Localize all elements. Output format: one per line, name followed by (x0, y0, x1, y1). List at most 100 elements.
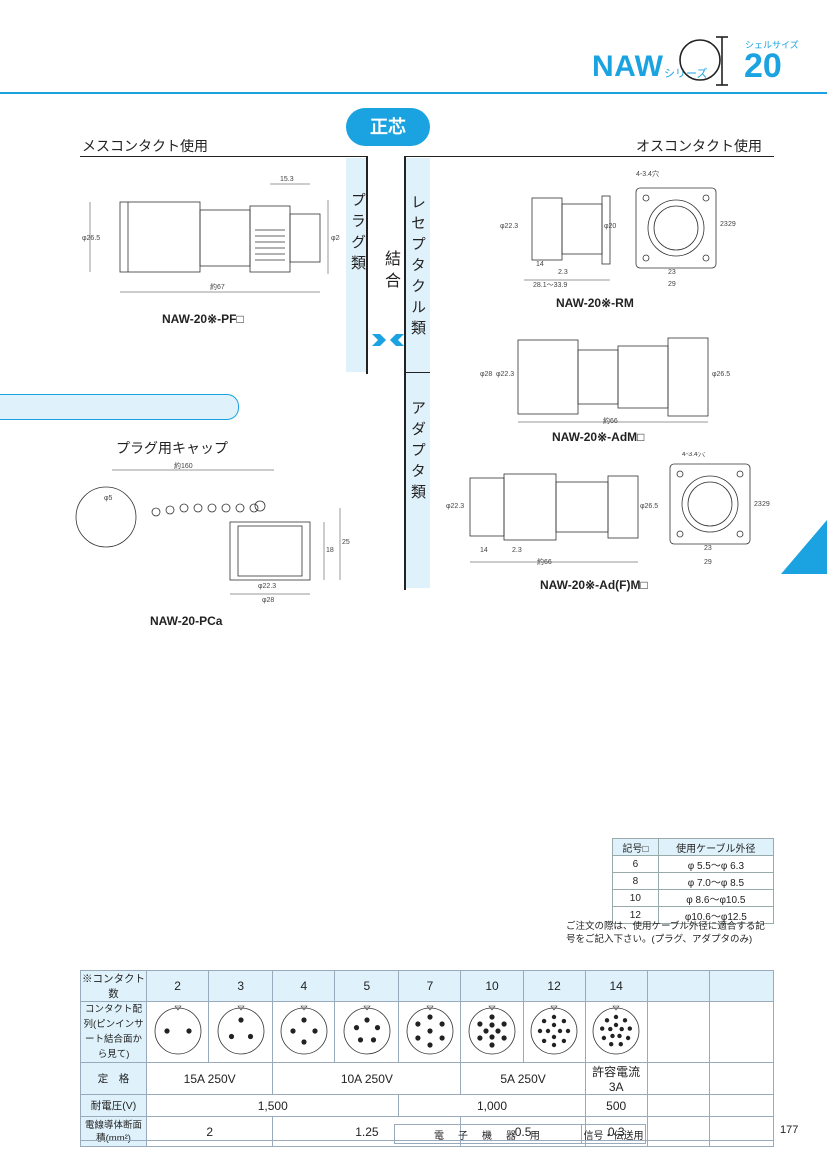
pin-dot (551, 1042, 557, 1047)
pin-dot (501, 1034, 507, 1041)
svg-text:φ26.5: φ26.5 (82, 235, 100, 242)
coupling-label: 結合 (382, 250, 399, 294)
pin-dot (477, 1020, 483, 1027)
right-title-rule (406, 156, 774, 157)
adapter-band-label: アダプタ類 (409, 400, 426, 505)
empty-cell (646, 1094, 710, 1117)
contacts-cell: 2 (146, 970, 210, 1002)
contacts-row: ※コンタクト数 2 3 4 5 7 10 12 14 (79, 970, 775, 1002)
contacts-label: ※コンタクト数 (79, 970, 148, 1002)
contacts-cell: 14 (584, 970, 648, 1002)
pin-dot (618, 1041, 624, 1046)
svg-text:14: 14 (480, 547, 488, 554)
svg-text:φ28.5: φ28.5 (331, 235, 340, 242)
contacts-cell: 7 (398, 970, 462, 1002)
pin-dot (370, 1036, 376, 1042)
adm-caption: NAW-20※-AdM□ (552, 430, 645, 444)
pin-dot (537, 1028, 543, 1033)
center-badge: 正芯 (346, 108, 430, 146)
pin-layout-icon (592, 1005, 640, 1054)
pin-layout-icon (217, 1005, 265, 1054)
pin-dot (609, 1041, 614, 1046)
pin-layout-cell (334, 1001, 400, 1063)
pf-plug-drawing: 15.3 φ26.5 φ28.5 約67 (82, 176, 340, 293)
pca-cap-drawing: 約160 φ5 18 25 φ22.3 φ28 (75, 462, 350, 604)
svg-text:φ28: φ28 (262, 597, 274, 604)
adfm-adapter-drawing: 4-3.4穴 φ22.3 14 2.3 約66 φ26.5 23 29 23 2… (446, 452, 770, 566)
pin-dot (290, 1027, 296, 1034)
svg-text:φ5: φ5 (104, 495, 113, 502)
pin-layout-cell (460, 1001, 524, 1063)
contacts-cell: 12 (522, 970, 586, 1002)
voltage-label: 耐電圧(V) (79, 1094, 148, 1117)
svg-text:φ22.3: φ22.3 (496, 371, 514, 378)
pin-dot (613, 1022, 619, 1027)
contacts-cell: 10 (460, 970, 524, 1002)
empty-cell (708, 1094, 775, 1117)
svg-text:23: 23 (704, 545, 712, 552)
empty-cell (708, 1062, 775, 1095)
pin-dot (619, 1026, 625, 1031)
empty-cell (646, 1001, 710, 1063)
pin-dot (601, 1035, 607, 1040)
pin-dot (427, 1013, 433, 1020)
svg-text:28.1～33.9: 28.1～33.9 (533, 282, 567, 288)
page-corner-accent (781, 520, 827, 574)
svg-text:29: 29 (762, 501, 770, 508)
layout-label: コンタクト配列(ピンインサート結合面から見て) (79, 1001, 148, 1063)
svg-text:15.3: 15.3 (280, 176, 294, 183)
shell-logo-icon (679, 36, 728, 86)
pin-dot (427, 1041, 433, 1048)
pin-dot (600, 1025, 605, 1031)
rating-label: 定 格 (79, 1062, 148, 1095)
pin-dot (489, 1041, 495, 1048)
svg-text:φ20: φ20 (604, 223, 616, 230)
svg-text:29: 29 (668, 281, 676, 288)
right-section-title: オスコンタクト使用 (636, 138, 762, 154)
pin-dot (427, 1027, 433, 1034)
pin-dot (415, 1034, 421, 1041)
pin-layout-cell (272, 1001, 336, 1063)
pin-layout-icon (468, 1005, 516, 1054)
pin-dot (247, 1033, 253, 1039)
empty-cell (646, 1116, 710, 1147)
plug-band-rule (366, 156, 368, 374)
svg-text:φ26.5: φ26.5 (640, 503, 658, 510)
empty-cell (708, 970, 775, 1002)
cable-note: ご注文の際は、使用ケーブル外径に適合する記号をご記入下さい。(プラグ、アダプタの… (566, 921, 765, 945)
svg-text:18: 18 (326, 547, 334, 554)
pin-layout-cell (584, 1001, 648, 1063)
pin-dot (561, 1018, 567, 1023)
pin-dot (489, 1013, 495, 1020)
svg-text:29: 29 (728, 221, 736, 228)
left-tab (0, 394, 239, 420)
footer-rule (80, 1140, 774, 1141)
adfm-caption: NAW-20※-Ad(F)M□ (540, 578, 648, 592)
pin-dot (613, 1014, 619, 1019)
pin-dot (501, 1020, 507, 1027)
rating-row: 定 格 15A 250V 10A 250V 5A 250V 許容電流3A (79, 1062, 775, 1095)
pin-dot (374, 1024, 380, 1030)
left-section-title: メスコンタクト使用 (82, 138, 208, 154)
svg-text:2.3: 2.3 (512, 547, 522, 554)
cap-section-title: プラグ用キャップ (116, 440, 228, 456)
contacts-cell: 3 (208, 970, 274, 1002)
pin-layout-cell (208, 1001, 274, 1063)
pin-dot (610, 1033, 615, 1038)
pin-dot (364, 1016, 370, 1023)
header-rule (0, 92, 827, 94)
rm-receptacle-drawing: 4-3.4穴 φ22.3 φ20 14 2.3 28.1～33.9 23 29 … (500, 169, 736, 288)
pin-dot (186, 1027, 192, 1034)
pin-dot (557, 1028, 563, 1033)
pin-dot (228, 1033, 234, 1039)
receptacle-band (406, 158, 430, 588)
pin-dot (477, 1034, 483, 1041)
spec-table: ※コンタクト数 2 3 4 5 7 10 12 14 コンタクト配列(ピンインサ… (79, 970, 775, 1147)
contacts-cell: 5 (334, 970, 400, 1002)
pin-layout-icon (280, 1005, 328, 1054)
plug-band-label: プラグ類 (349, 192, 366, 276)
pin-dot (541, 1018, 547, 1023)
pin-dot (238, 1016, 244, 1023)
pin-layout-cell (522, 1001, 586, 1063)
cable-table-header: 使用ケーブル外径 (657, 838, 775, 856)
